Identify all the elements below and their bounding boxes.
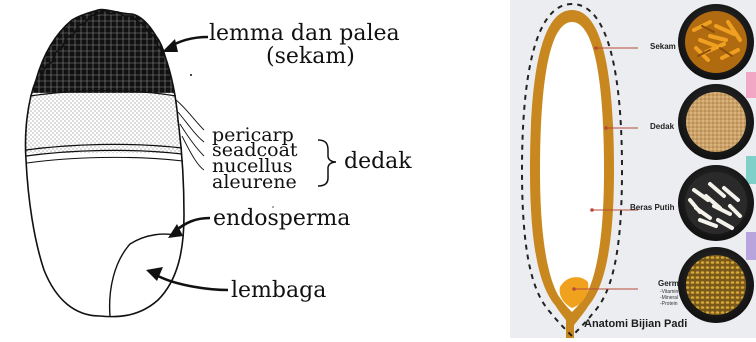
label-beras-putih: Beras Putih bbox=[630, 203, 674, 212]
label-lembaga: lembaga bbox=[231, 280, 326, 302]
tab-teal bbox=[746, 156, 756, 184]
tab-purple bbox=[746, 232, 756, 260]
tab-pink bbox=[746, 72, 756, 98]
endosperm-region bbox=[0, 153, 200, 333]
bowl-dedak bbox=[678, 84, 754, 160]
dedak-brace bbox=[318, 140, 336, 186]
label-germ: Germ bbox=[658, 279, 679, 288]
bowl-beras-putih bbox=[678, 165, 754, 241]
label-dedak-right: Dedak bbox=[650, 122, 674, 131]
label-dedak: dedak bbox=[344, 151, 412, 173]
infographic-title: Anatomi Bijian Padi bbox=[584, 318, 687, 330]
grain-illustration bbox=[510, 0, 756, 338]
label-sekam-right: Sekam bbox=[650, 42, 676, 51]
rice-anatomy-infographic: Sekam Dedak Beras Putih Germ -Vitamin -M… bbox=[510, 0, 756, 338]
germ-note-protein: -Protein bbox=[660, 301, 678, 307]
rice-grain-diagram: lemma dan palea (sekam) pericarp seadcoa… bbox=[0, 0, 500, 338]
label-sekam: (sekam) bbox=[266, 46, 355, 68]
arrow-lemma bbox=[162, 37, 208, 52]
label-endosperma: endosperma bbox=[213, 208, 350, 230]
label-lemma-palea: lemma dan palea bbox=[209, 23, 400, 45]
label-aleurene: aleurene bbox=[212, 173, 297, 192]
bowl-germ bbox=[678, 247, 754, 323]
grain-endosperm bbox=[540, 22, 604, 312]
bowl-sekam bbox=[678, 4, 754, 80]
